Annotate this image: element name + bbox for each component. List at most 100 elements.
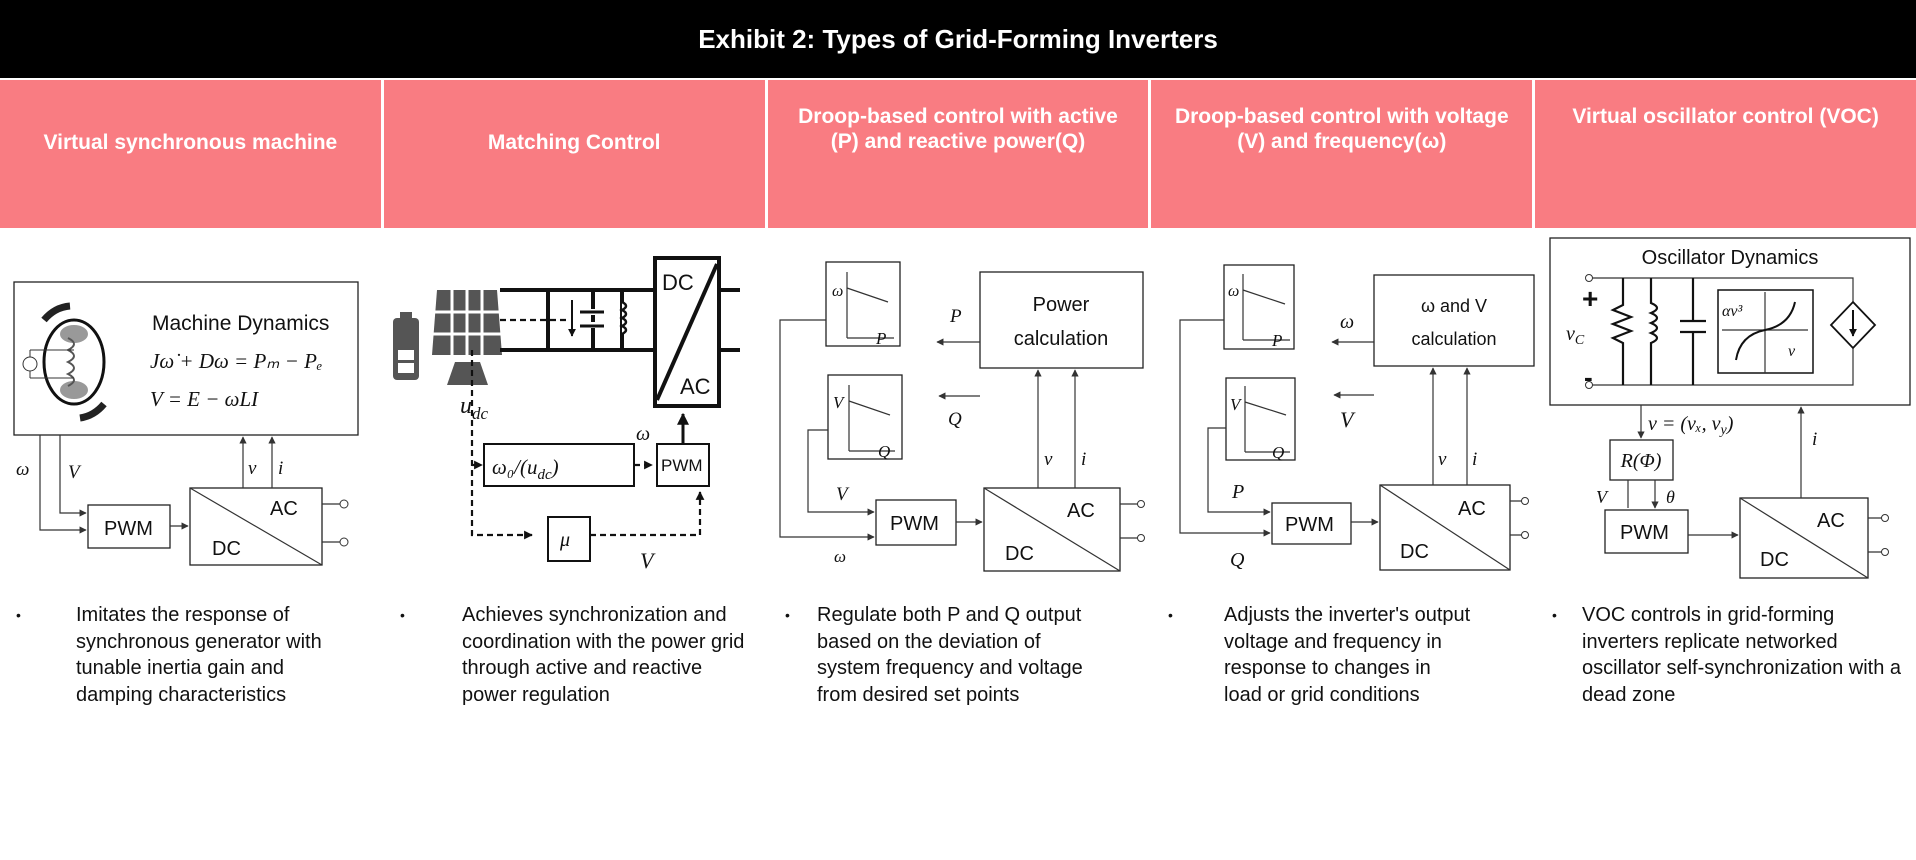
bullet-text: Achieves synchronization and coordinatio… xyxy=(462,604,745,706)
terminal-icon xyxy=(1881,548,1889,556)
chart-y-label: V xyxy=(833,393,846,412)
pwm-block xyxy=(1604,509,1689,554)
rotation-block xyxy=(1609,439,1674,481)
terminal-icon xyxy=(1521,497,1529,505)
solar-panel-icon xyxy=(432,290,502,385)
alpha-v3-label: αv³ xyxy=(1722,303,1743,320)
dc-label: DC xyxy=(662,270,694,295)
droop-chart-omega-p xyxy=(825,261,901,347)
omega-label: ω xyxy=(636,423,650,445)
diagram-droop-vf: ω P V Q ω and V calculation ω V PWM P Q … xyxy=(1179,264,1535,571)
bullet-icon: • xyxy=(400,607,405,623)
vc-label: vC xyxy=(1566,323,1585,348)
capacitor-icon xyxy=(1680,278,1706,385)
mu-block xyxy=(547,516,591,562)
synchronous-machine-icon xyxy=(22,302,107,422)
machine-dynamics-title: Machine Dynamics xyxy=(152,312,329,335)
terminal-icon xyxy=(339,499,349,509)
current-i-label: i xyxy=(1812,429,1817,450)
omega-v-calculation-block xyxy=(1373,274,1535,367)
inductor-icon xyxy=(1648,278,1659,385)
v-label: V xyxy=(1340,407,1356,432)
bullet-text: VOC controls in grid-forming inverters r… xyxy=(1582,604,1902,706)
droop-chart-v-q xyxy=(827,374,903,460)
pwm-label: PWM xyxy=(1620,522,1669,544)
chart-x-label: Q xyxy=(1272,443,1284,462)
terminal-icon xyxy=(1137,500,1145,508)
header-matching-control: Matching Control xyxy=(383,80,765,228)
pwm-block xyxy=(656,443,710,487)
mu-label: μ xyxy=(559,529,570,551)
pwm-label: PWM xyxy=(890,513,939,535)
ac-label: AC xyxy=(1817,510,1845,532)
pwm-label: PWM xyxy=(661,456,703,475)
calc-label: Power xyxy=(1033,294,1090,316)
terminal-icon xyxy=(1881,514,1889,522)
title-bar: Exhibit 2: Types of Grid-Forming Inverte… xyxy=(0,0,1916,78)
terminal-icon xyxy=(1137,534,1145,542)
oscillator-dynamics-title: Oscillator Dynamics xyxy=(1642,247,1819,269)
diagram-matching-control: DC AC udc ω₀/(udc) ω PWM μ V xyxy=(393,256,740,573)
pwm-label: PWM xyxy=(1285,514,1334,536)
dc-label: DC xyxy=(1760,549,1789,571)
column-headers: Virtual synchronous machine Matching Con… xyxy=(0,80,1916,228)
current-i-label: i xyxy=(1472,449,1477,470)
terminal-icon xyxy=(339,537,349,547)
p-label: P xyxy=(949,306,962,327)
chart-x-label: P xyxy=(1271,331,1282,350)
terminal-icon xyxy=(1585,381,1593,389)
header-voc: Virtual oscillator control (VOC) xyxy=(1535,80,1916,228)
calc-label: calculation xyxy=(1411,329,1496,349)
v-label: V xyxy=(68,462,82,483)
plus-label: + xyxy=(1582,283,1598,314)
dc-label: DC xyxy=(1400,541,1429,563)
header-virtual-synchronous-machine: Virtual synchronous machine xyxy=(0,80,381,228)
bullet-text: Adjusts the inverter's output voltage an… xyxy=(1224,604,1471,706)
q-label: Q xyxy=(948,409,962,430)
voltage-v-label: v xyxy=(1044,449,1053,470)
omega-label: ω xyxy=(834,547,846,566)
chart-y-label: ω xyxy=(1228,283,1239,300)
v-label: V xyxy=(836,484,850,505)
swing-equation: Jω̇ + Dω = Pₘ − Pₑ xyxy=(150,349,322,373)
udc-label: udc xyxy=(460,393,489,423)
v-label: V xyxy=(1596,487,1609,507)
v-vector-label: v = (vₓ, vy) xyxy=(1648,413,1734,438)
current-i-label: i xyxy=(278,458,283,479)
header-droop-vf: Droop-based control with voltage (V) and… xyxy=(1151,80,1533,228)
theta-label: θ xyxy=(1666,487,1675,507)
battery-icon xyxy=(393,312,419,380)
dc-label: DC xyxy=(212,538,241,560)
terminal-icon xyxy=(1585,274,1593,282)
ac-label: AC xyxy=(680,374,711,399)
droop-chart-v-q xyxy=(1225,377,1296,461)
v-label: V xyxy=(640,548,656,573)
chart-x-label: P xyxy=(875,329,886,348)
chart-y-label: V xyxy=(1230,395,1243,414)
resistor-icon xyxy=(1609,278,1635,385)
terminal-icon xyxy=(1521,531,1529,539)
calc-label: ω and V xyxy=(1421,296,1487,316)
bullet-text: Regulate both P and Q output based on th… xyxy=(817,604,1083,706)
bullet-text: Imitates the response of synchronous gen… xyxy=(76,604,322,706)
diagram-droop-pq: ω P V Q Power calculation P Q PWM V ω AC… xyxy=(779,261,1145,572)
voltage-equation: V = E − ωLI xyxy=(150,387,259,411)
omega-label: ω xyxy=(16,459,29,480)
dc-label: DC xyxy=(1005,543,1034,565)
page-title: Exhibit 2: Types of Grid-Forming Inverte… xyxy=(698,23,1218,54)
minus-label: - xyxy=(1584,362,1593,392)
chart-x-label: Q xyxy=(878,442,890,461)
p-label: P xyxy=(1231,481,1244,503)
omega-label: ω xyxy=(1340,311,1354,333)
machine-dynamics-box xyxy=(13,281,359,436)
calc-label: calculation xyxy=(1014,328,1109,350)
bullet-icon: • xyxy=(1168,607,1173,623)
ac-label: AC xyxy=(1458,498,1486,520)
pwm-block xyxy=(1271,502,1352,545)
q-label: Q xyxy=(1230,549,1245,571)
diagram-vsm: Machine Dynamics Jω̇ + Dω = Pₘ − Pₑ V = … xyxy=(13,281,359,566)
current-i-label: i xyxy=(1081,449,1086,470)
pwm-block xyxy=(87,504,171,549)
voltage-v-label: v xyxy=(248,458,257,479)
